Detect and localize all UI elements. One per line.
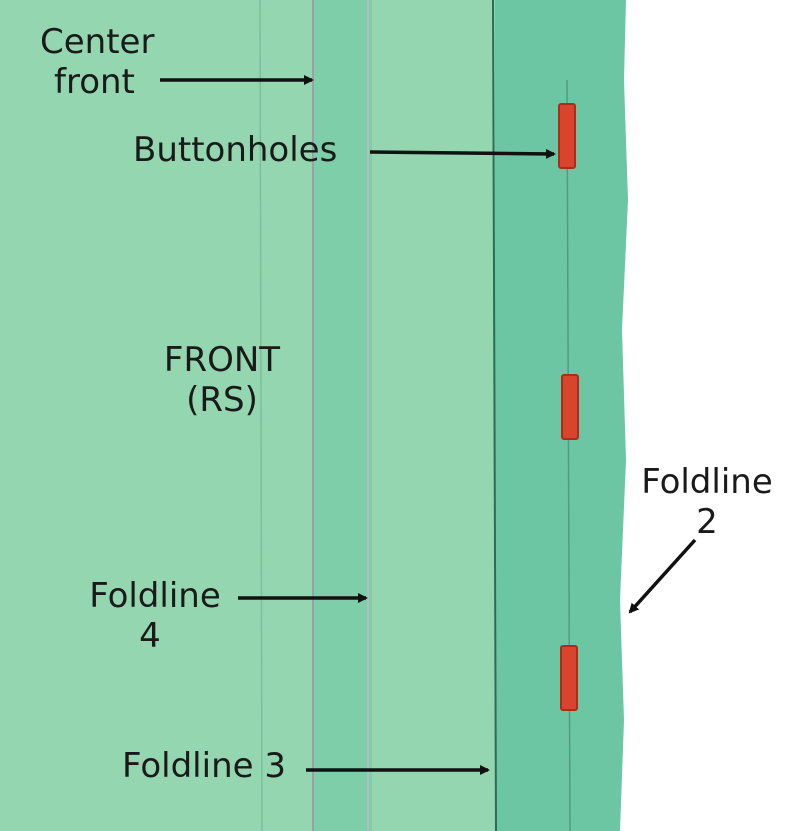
- label-foldline-4: Foldline 4: [89, 576, 221, 656]
- buttonholes-group: [558, 103, 579, 711]
- arrow-buttonholes: [369, 148, 556, 159]
- label-buttonholes: Buttonholes: [133, 130, 338, 170]
- arrow-foldline-2: [628, 538, 697, 614]
- foldline-3-line: [492, 0, 497, 831]
- label-front-rs: FRONT (RS): [163, 340, 281, 420]
- label-foldline-2: Foldline 2: [641, 462, 773, 542]
- label-foldline-3: Foldline 3: [122, 746, 286, 786]
- fabric-placket-strip: [312, 0, 372, 831]
- buttonhole-1: [558, 103, 576, 169]
- fabric-front-panel: [0, 0, 500, 831]
- buttonhole-2: [561, 374, 579, 440]
- buttonhole-3: [560, 645, 578, 711]
- fabric-crease-line: [259, 0, 263, 831]
- label-center-front: Center front: [40, 22, 155, 102]
